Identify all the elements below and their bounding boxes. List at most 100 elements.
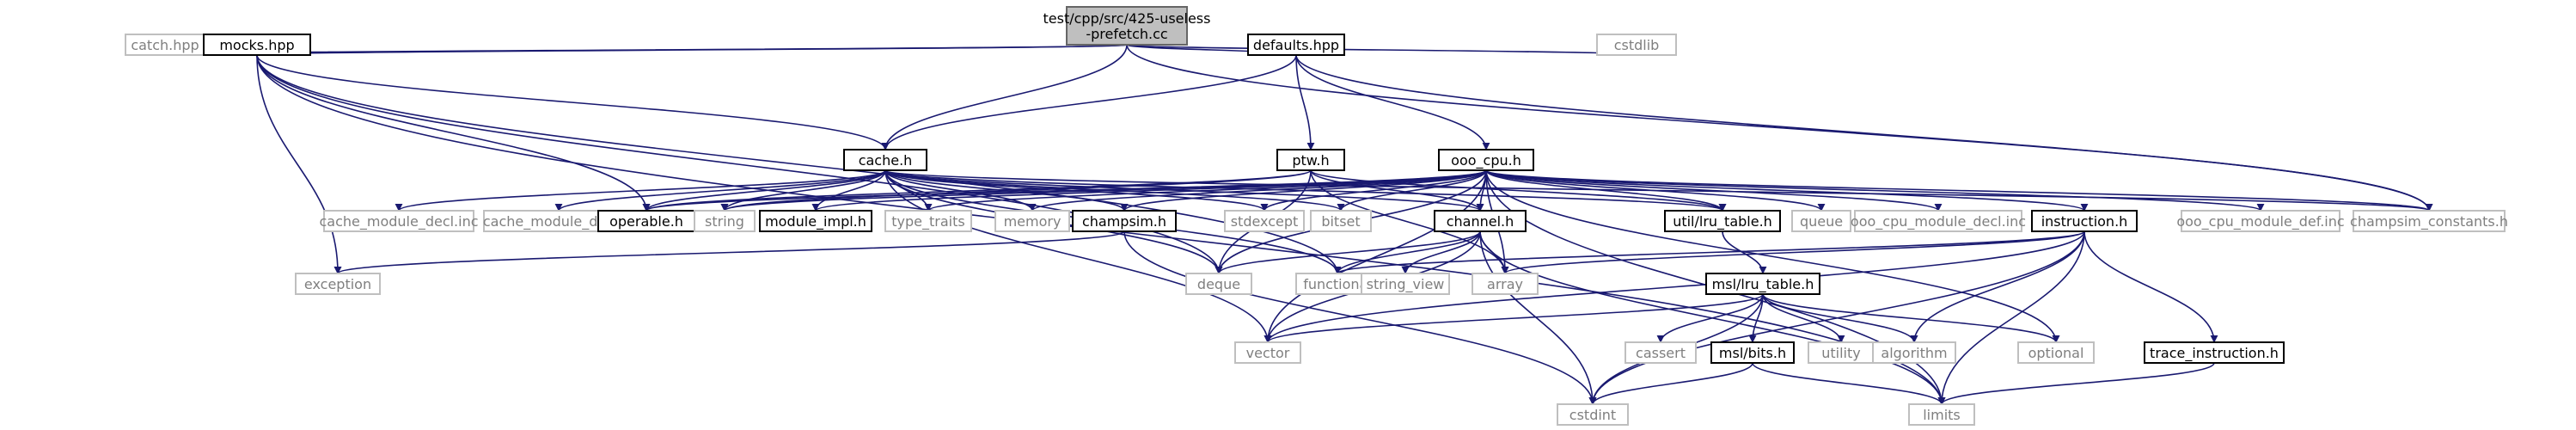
edge-line	[1120, 169, 1487, 212]
node-label: string_view	[1367, 276, 1445, 293]
edge-cache_h-to-cache_module_def	[554, 169, 886, 212]
node-label: algorithm	[1881, 345, 1947, 361]
node-label: vector	[1246, 345, 1290, 361]
node-label: champsim.h	[1082, 213, 1166, 230]
node-label: limits	[1923, 407, 1961, 423]
node-box	[1705, 273, 1820, 295]
node-label: deque	[1197, 276, 1240, 292]
node-box	[1908, 403, 1975, 426]
edge-channel_h-to-string_view	[1401, 230, 1481, 274]
node-ooo-cpu-h[interactable]: ooo_cpu.h	[1438, 149, 1534, 171]
node-msl-bits-h[interactable]: msl/bits.h	[1710, 341, 1795, 364]
node-stdexcept: stdexcept	[1224, 210, 1305, 232]
edge-line	[924, 169, 1487, 212]
node-box	[1438, 149, 1534, 171]
edge-line	[1295, 54, 2433, 212]
edge-line	[256, 54, 1223, 274]
edge-champsim_h-to-cstdint	[1123, 230, 1597, 405]
edge-line	[1588, 362, 1753, 405]
edge-msl_lru_table_h-to-optional	[1762, 293, 2060, 343]
node-module-impl-h[interactable]: module_impl.h	[759, 210, 872, 232]
node-champsim-h[interactable]: champsim.h	[1072, 210, 1177, 232]
node-box	[203, 34, 311, 56]
edge-line	[881, 44, 1128, 150]
node-label: cassert	[1636, 345, 1686, 361]
node-box	[994, 210, 1070, 232]
node-box	[759, 210, 872, 232]
edge-line	[1485, 169, 1727, 212]
node-defaults-hpp[interactable]: defaults.hpp	[1247, 34, 1345, 56]
edge-line	[1264, 293, 1764, 343]
node-box	[1224, 210, 1305, 232]
node-root[interactable]: test/cpp/src/425-useless-prefetch.cc	[1043, 6, 1211, 46]
node-string-view: string_view	[1361, 273, 1450, 295]
node-box	[843, 149, 927, 171]
node-ptw-h[interactable]: ptw.h	[1276, 149, 1345, 171]
node-queue: queue	[1791, 210, 1851, 232]
node-instruction-h[interactable]: instruction.h	[2031, 210, 2138, 232]
edge-line	[1937, 230, 2085, 405]
edge-ooo_cpu_h-to-module_impl_h	[811, 169, 1487, 212]
node-box	[2181, 210, 2340, 232]
node-lru-table-h[interactable]: util/lru_table.h	[1664, 210, 1781, 232]
node-array: array	[1472, 273, 1539, 295]
edge-line	[1501, 230, 2085, 274]
node-box	[1310, 210, 1372, 232]
edge-line	[1910, 230, 2085, 343]
node-label: type_traits	[891, 213, 964, 230]
node-channel-h[interactable]: channel.h	[1434, 210, 1527, 232]
node-cache-module-decl: cache_module_decl.inc	[319, 210, 479, 232]
edge-line	[1123, 230, 1597, 405]
node-box	[1808, 341, 1875, 364]
edge-defaults_hpp-to-ptw_h	[1295, 54, 1315, 150]
node-label: string	[705, 213, 744, 230]
node-label: memory	[1004, 213, 1062, 230]
edge-line	[1485, 169, 2265, 212]
node-cache-h[interactable]: cache.h	[843, 149, 927, 171]
node-label: optional	[2028, 345, 2084, 361]
edge-mocks_hpp-to-cache_h	[256, 54, 890, 150]
edge-cache_h-to-channel_h	[884, 169, 1484, 212]
node-box	[1872, 341, 1956, 364]
node-msl-lru-table-h[interactable]: msl/lru_table.h	[1705, 273, 1820, 295]
edge-line	[1485, 169, 2433, 212]
node-label: operable.h	[609, 213, 683, 230]
node-optional: optional	[2017, 341, 2095, 364]
edge-mocks_hpp-to-deque	[256, 54, 1223, 274]
node-algorithm: algorithm	[1872, 341, 1956, 364]
node-box	[1361, 273, 1450, 295]
node-label: queue	[1800, 213, 1843, 230]
node-box	[2031, 210, 2138, 232]
edge-line	[1337, 169, 1487, 212]
edge-root-to-mocks_hpp	[254, 44, 1128, 56]
edge-line	[254, 44, 1128, 56]
node-label: array	[1487, 276, 1523, 292]
node-label: ptw.h	[1292, 152, 1329, 169]
node-mocks-hpp[interactable]: mocks.hpp	[203, 34, 311, 56]
node-box	[1185, 273, 1252, 295]
edge-line	[884, 169, 1484, 212]
edge-line	[1485, 169, 2060, 343]
node-string: string	[694, 210, 756, 232]
node-box	[1234, 341, 1301, 364]
edge-line	[1485, 169, 1826, 212]
edge-line	[2083, 230, 2218, 343]
edge-ooo_cpu_h-to-instruction_h	[1485, 169, 2089, 212]
edge-line	[1310, 169, 1727, 212]
edge-line	[1656, 293, 1764, 343]
edge-line	[720, 169, 886, 212]
node-label: catch.hpp	[131, 37, 199, 53]
node-operable-h[interactable]: operable.h	[597, 210, 695, 232]
edge-line	[1215, 230, 1481, 274]
node-label: exception	[304, 276, 371, 292]
node-box	[1710, 341, 1795, 364]
node-trace-instruction-h[interactable]: trace_instruction.h	[2144, 341, 2285, 364]
edge-msl_bits_h-to-limits	[1752, 362, 1946, 405]
node-deque: deque	[1185, 273, 1252, 295]
node-box	[1434, 210, 1527, 232]
node-box	[125, 34, 205, 56]
edge-defaults_hpp-to-ooo_cpu_h	[1295, 54, 1490, 150]
node-champsim-constants-h: champsim_constants.h	[2350, 210, 2508, 232]
edge-line	[256, 54, 651, 212]
edge-mocks_hpp-to-operable_h	[256, 54, 651, 212]
